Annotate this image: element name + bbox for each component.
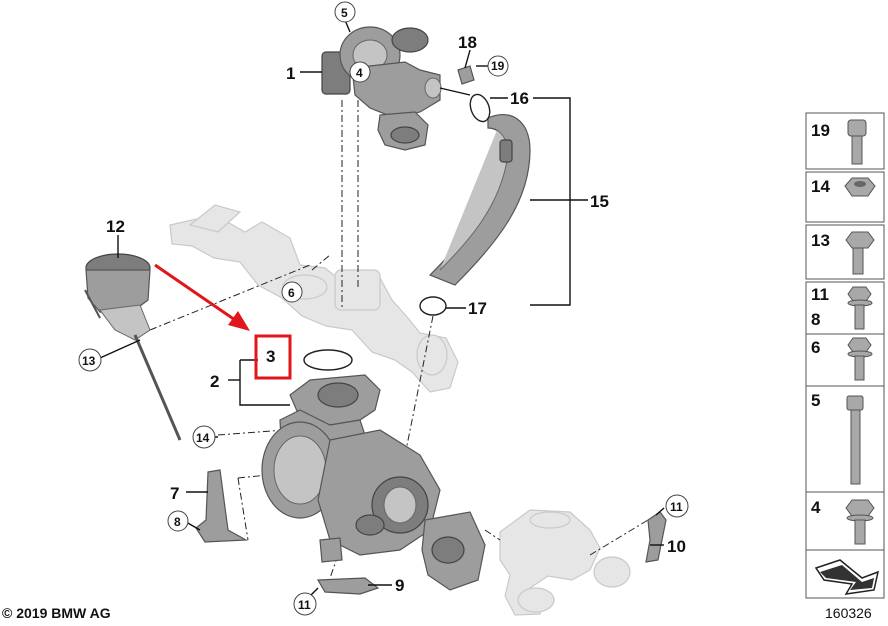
flange-bolt-icon bbox=[847, 286, 873, 330]
panel-label-6: 6 bbox=[811, 338, 820, 357]
callout-17: 17 bbox=[468, 299, 487, 318]
callout-4-circle bbox=[349, 61, 371, 83]
panel-label-13: 13 bbox=[811, 231, 830, 250]
callout-12: 12 bbox=[106, 217, 125, 236]
callout-15: 15 bbox=[590, 192, 609, 211]
wastegate-actuator bbox=[84, 253, 182, 441]
turbocharger-main bbox=[261, 374, 441, 563]
diagram-number: 160326 bbox=[825, 605, 872, 621]
hex-nut-icon bbox=[844, 177, 876, 197]
callout-16: 16 bbox=[510, 89, 529, 108]
callout-9: 9 bbox=[395, 576, 404, 595]
callout-1: 1 bbox=[286, 64, 295, 83]
callout-7: 7 bbox=[170, 484, 179, 503]
leader-lines bbox=[99, 19, 665, 601]
callout-4: 4 bbox=[356, 66, 363, 80]
callout-8-circle bbox=[167, 510, 189, 532]
bracket-10 bbox=[645, 511, 667, 563]
callout-5-circle bbox=[334, 1, 356, 23]
outlet-flange bbox=[421, 511, 486, 591]
callout-13-circle bbox=[78, 348, 102, 372]
callout-8: 8 bbox=[174, 515, 181, 529]
panel-label-11: 11 bbox=[811, 285, 829, 304]
highlight-box bbox=[254, 334, 292, 380]
bracket-7 bbox=[195, 469, 249, 543]
hex-socket-bolt-icon bbox=[847, 119, 867, 165]
panel-label-8: 8 bbox=[811, 310, 820, 329]
callout-6: 6 bbox=[288, 286, 295, 300]
callout-19-circle bbox=[487, 55, 509, 77]
callout-6-circle bbox=[281, 281, 303, 303]
flange-bolt-icon bbox=[847, 337, 873, 381]
panel-label-5: 5 bbox=[811, 391, 820, 410]
panel-label-14: 14 bbox=[811, 177, 830, 196]
charge-pipe bbox=[428, 113, 531, 286]
callouts: 1 5 4 18 19 16 15 17 12 6 13 2 3 14 7 bbox=[78, 1, 689, 616]
callout-11b-circle bbox=[293, 592, 317, 616]
turbocharger-top bbox=[321, 26, 471, 151]
panel-label-4: 4 bbox=[811, 498, 821, 517]
hex-bolt-icon bbox=[845, 231, 875, 275]
callout-13: 13 bbox=[82, 354, 96, 368]
callout-10: 10 bbox=[667, 537, 686, 556]
callout-5: 5 bbox=[341, 6, 348, 20]
exhaust-manifold-ghost bbox=[169, 204, 459, 393]
panel-label-19: 19 bbox=[811, 121, 830, 140]
highlight-arrow bbox=[154, 263, 250, 331]
o-rings bbox=[303, 93, 491, 371]
callout-2: 2 bbox=[210, 372, 219, 391]
hex-bolt-icon bbox=[845, 499, 875, 545]
bracket-9 bbox=[316, 577, 380, 595]
callout-3: 3 bbox=[266, 347, 275, 366]
stud-bolt-icon bbox=[846, 395, 864, 485]
callout-19: 19 bbox=[491, 59, 505, 73]
callout-11b: 11 bbox=[298, 598, 311, 612]
callout-11a-circle bbox=[665, 494, 689, 518]
callout-11a: 11 bbox=[670, 500, 683, 514]
callout-18: 18 bbox=[458, 33, 477, 52]
copyright-text: © 2019 BMW AG bbox=[2, 605, 111, 621]
bracket-18 bbox=[457, 65, 475, 85]
callout-14: 14 bbox=[196, 431, 210, 445]
callout-14-circle bbox=[192, 425, 216, 449]
fastener-panel: 19 14 13 11 8 6 5 4 bbox=[805, 112, 885, 599]
turbocharger-ghost bbox=[499, 509, 631, 616]
direction-arrow-icon bbox=[814, 559, 880, 595]
